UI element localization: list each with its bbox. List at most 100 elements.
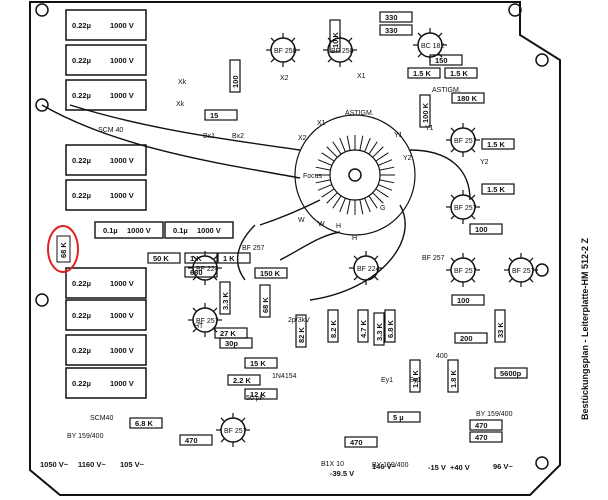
resistor-body xyxy=(454,332,488,344)
resistor-value: 470 xyxy=(475,433,488,442)
capacitor-body xyxy=(65,79,147,111)
crt-spoke xyxy=(377,184,393,191)
capacitor-body xyxy=(65,267,147,299)
resistor-body xyxy=(447,359,459,393)
resistor-body xyxy=(494,309,506,343)
board-title: Bestückungsplan - Leiterplatte-HM 512-2 … xyxy=(580,237,590,420)
crt-spoke xyxy=(377,159,393,166)
crt-spoke xyxy=(321,152,335,162)
crt-spoke xyxy=(368,141,378,155)
capacitor-rating: 1000 V xyxy=(110,56,134,65)
misc-label: BF 257 xyxy=(242,245,265,252)
resistor-body xyxy=(407,67,441,79)
capacitor-value: 0.22µ xyxy=(72,379,91,388)
resistor-value: 680 xyxy=(190,268,203,277)
misc-label: Bx2 xyxy=(232,133,244,140)
resistor-body xyxy=(469,431,503,443)
resistor-value: 68 K xyxy=(261,297,270,313)
crt-spoke xyxy=(379,166,395,171)
misc-label: X1 xyxy=(357,73,366,80)
resistor-value: 100 xyxy=(475,225,488,234)
transistor-label: BF 257 xyxy=(512,268,535,275)
rail-label: +40 V xyxy=(450,463,470,472)
crt-spoke xyxy=(339,137,346,153)
resistor-value: 3.3 K xyxy=(221,291,230,310)
resistor-body xyxy=(327,309,339,343)
resistor-value: 100 xyxy=(457,296,470,305)
resistor-value: 200 xyxy=(460,334,473,343)
rail-label: 1050 V~ xyxy=(40,460,69,469)
resistor-body xyxy=(419,94,431,128)
transistor: BF 258 xyxy=(266,33,300,67)
resistor-value: 1.5 K xyxy=(413,69,432,78)
capacitor-rating: 1000 V xyxy=(127,226,151,235)
capacitor-body xyxy=(94,221,164,239)
rail-label: 1160 V~ xyxy=(78,460,106,469)
capacitor-body xyxy=(65,334,147,366)
capacitor-value: 0.22µ xyxy=(72,191,91,200)
misc-label: BY 159/400 xyxy=(372,462,409,469)
crt-y2-label: Y2 xyxy=(403,155,412,162)
capacitor-body xyxy=(65,44,147,76)
misc-label: SCM 40 xyxy=(98,127,123,134)
resistor-value: 1 K xyxy=(223,254,235,263)
capacitor-body xyxy=(65,179,147,211)
misc-label: BY 159/400 xyxy=(67,433,104,440)
transistor-label: BF 258 xyxy=(331,48,354,55)
rail-label: 105 V~ xyxy=(120,460,145,469)
resistor-value: 3.3 K xyxy=(375,322,384,341)
capacitor-value: 0.22µ xyxy=(72,156,91,165)
resistor-body xyxy=(244,388,278,400)
transistor: BF 257 xyxy=(446,190,480,224)
resistor-body xyxy=(469,419,503,431)
resistor-body xyxy=(217,252,251,264)
resistor-body xyxy=(373,312,385,346)
crt-socket xyxy=(294,114,416,236)
crt-spoke xyxy=(315,166,331,171)
crt-labels: Focus ASTIGM. X1 X2 Y1 Y2 W W H H G xyxy=(298,110,412,242)
highlight-68k: 68 K xyxy=(47,225,79,273)
resistor-value: 470 xyxy=(475,421,488,430)
resistor-body xyxy=(254,267,288,279)
capacitor-value: 0.22µ xyxy=(72,279,91,288)
resistor-body xyxy=(451,92,485,104)
resistor-value: 10 K xyxy=(331,32,340,48)
resistor-value: 5 µ xyxy=(393,413,404,422)
crt-spoke xyxy=(364,197,371,213)
crt-spoke xyxy=(332,141,342,155)
capacitor-rating: 1000 V xyxy=(110,346,134,355)
resistor-value: 30p xyxy=(225,339,238,348)
crt-spoke xyxy=(315,179,331,184)
crt-spoke xyxy=(317,159,333,166)
capacitor-value: 0.22µ xyxy=(72,56,91,65)
resistor-value: 330 xyxy=(385,26,398,35)
capacitor-value: 0.1µ xyxy=(103,226,118,235)
transistor: BF 257 xyxy=(216,413,250,447)
capacitor-rating: 1000 V xyxy=(110,156,134,165)
resistor-value: 5600p xyxy=(500,369,522,378)
rail-label: 96 V~ xyxy=(493,462,513,471)
misc-label: 1N4154 xyxy=(272,373,297,380)
resistor-body xyxy=(227,374,261,386)
resistor-body xyxy=(229,59,241,93)
rail-label: -39.5 V xyxy=(330,469,354,478)
resistor-value: 1.8 K xyxy=(449,369,458,388)
resistor-body xyxy=(179,434,213,446)
transistor-label: BF 224 xyxy=(357,266,380,273)
crt-spoke xyxy=(346,135,351,151)
crt-spoke xyxy=(346,199,351,215)
resistor-body xyxy=(357,309,369,343)
crt-spoke xyxy=(326,192,338,204)
resistor-body xyxy=(469,223,503,235)
resistor-value: 1.8 K xyxy=(411,369,420,388)
transistor-label: BF 257 xyxy=(196,318,219,325)
crt-w1-label: W xyxy=(298,217,305,224)
resistor-body xyxy=(494,367,528,379)
misc-label: HT xyxy=(194,323,204,330)
resistor-body xyxy=(481,138,515,150)
crt-spoke xyxy=(372,146,384,158)
